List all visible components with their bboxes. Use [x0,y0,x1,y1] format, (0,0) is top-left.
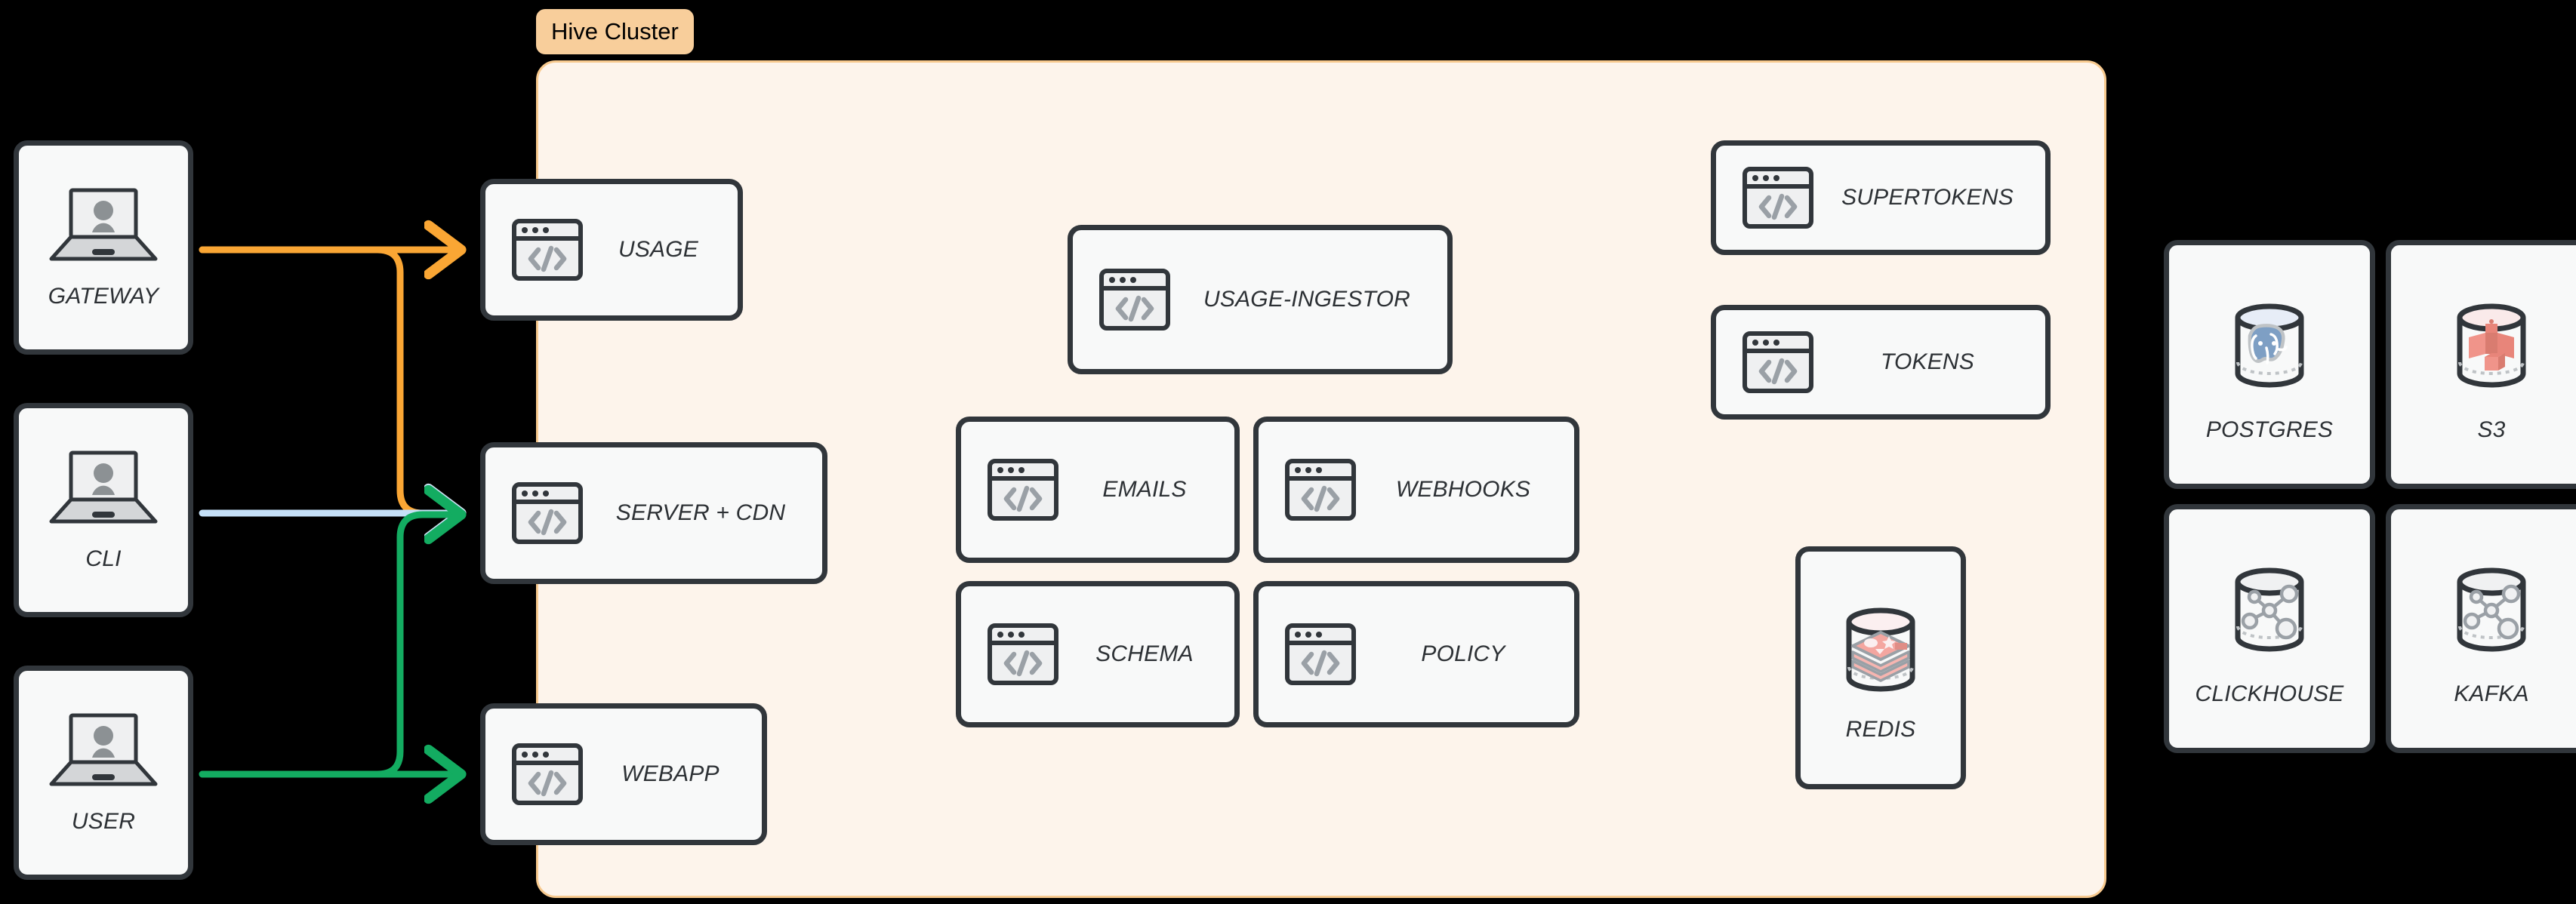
service-card-server-cdn[interactable]: SERVER + CDN [480,442,827,584]
service-card-usage-ingestor[interactable]: USAGE-INGESTOR [1068,225,1453,374]
laptop-user-icon [47,711,160,792]
hive-cluster-label: Hive Cluster [536,9,694,54]
client-label: USER [71,809,136,834]
service-label: EMAILS [1102,477,1187,502]
network-cylinder-icon [2209,550,2330,671]
datastore-label: S3 [2477,417,2506,442]
service-card-schema[interactable]: SCHEMA [956,581,1240,727]
code-window-icon [984,615,1062,693]
datastore-label: REDIS [1845,717,1916,742]
service-label: USAGE [618,237,699,262]
service-card-usage[interactable]: USAGE [480,179,743,321]
datastore-label: KAFKA [2454,681,2529,706]
datastore-card-redis[interactable]: REDIS [1795,546,1966,789]
datastore-card-s3[interactable]: S3 [2386,240,2576,489]
code-window-icon [508,211,587,289]
datastore-card-postgres[interactable]: POSTGRES [2164,240,2375,489]
code-window-icon [1739,323,1817,401]
client-label: GATEWAY [48,284,159,309]
client-card-cli[interactable]: CLI [14,403,193,617]
service-card-emails[interactable]: EMAILS [956,417,1240,563]
wire-user-to-server [199,515,453,778]
datastore-card-clickhouse[interactable]: CLICKHOUSE [2164,504,2375,753]
service-label: TOKENS [1880,349,1974,374]
code-window-icon [1095,260,1174,339]
service-card-supertokens[interactable]: SUPERTOKENS [1711,140,2051,255]
s3-cylinder-icon [2431,286,2552,407]
service-label: WEBAPP [621,761,719,786]
client-label: CLI [85,546,122,571]
service-card-webapp[interactable]: WEBAPP [480,703,767,845]
service-label: POLICY [1421,641,1505,666]
code-window-icon [984,450,1062,529]
client-card-user[interactable]: USER [14,666,193,880]
service-label: WEBHOOKS [1395,477,1531,502]
service-label: USAGE-INGESTOR [1203,287,1410,312]
redis-cylinder-icon [1824,593,1937,706]
code-window-icon [1281,450,1360,529]
service-label: SUPERTOKENS [1841,185,2014,210]
service-card-policy[interactable]: POLICY [1253,581,1579,727]
service-card-webhooks[interactable]: WEBHOOKS [1253,417,1579,563]
laptop-user-icon [47,448,160,530]
code-window-icon [508,474,587,552]
wire-gateway-to-server [199,246,453,513]
service-label: SERVER + CDN [615,500,786,525]
datastore-label: POSTGRES [2205,417,2334,442]
network-cylinder-icon [2431,550,2552,671]
postgres-cylinder-icon [2209,286,2330,407]
code-window-icon [1739,158,1817,237]
service-card-tokens[interactable]: TOKENS [1711,305,2051,420]
datastore-card-kafka[interactable]: KAFKA [2386,504,2576,753]
datastore-label: CLICKHOUSE [2195,681,2344,706]
client-card-gateway[interactable]: GATEWAY [14,140,193,355]
laptop-user-icon [47,186,160,267]
service-label: SCHEMA [1095,641,1194,666]
code-window-icon [1281,615,1360,693]
code-window-icon [508,735,587,813]
